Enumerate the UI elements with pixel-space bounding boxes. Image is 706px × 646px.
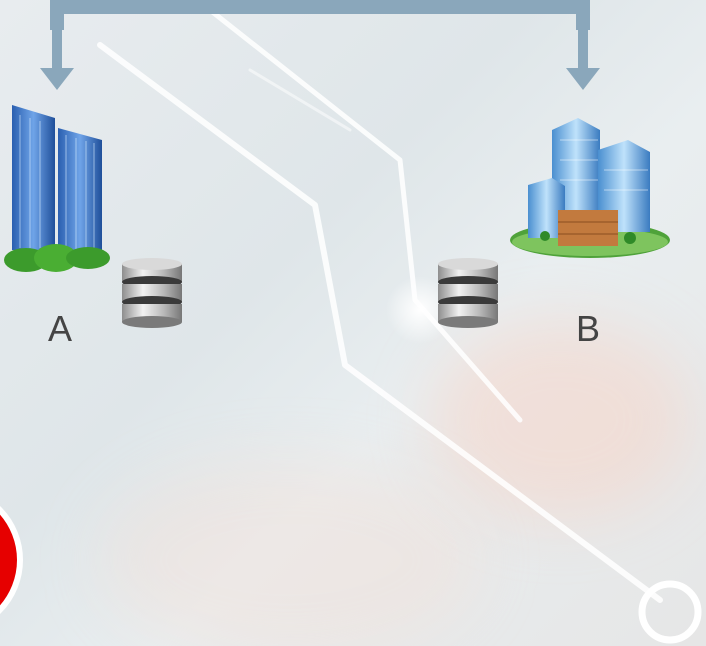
database-icon [122, 258, 182, 328]
background-glow [100, 460, 480, 646]
office-towers-icon [4, 105, 110, 272]
connector-arrow [40, 0, 600, 90]
alert-circle-icon [0, 505, 23, 615]
office-campus-icon [510, 118, 670, 258]
glow-spot [386, 276, 454, 344]
circuit-node-ring [638, 580, 702, 644]
circuit-lines [97, 7, 663, 603]
node-b-label: B [576, 308, 601, 349]
node-a-label: A [48, 308, 73, 349]
background-glow [430, 320, 690, 520]
database-icon [438, 258, 498, 328]
